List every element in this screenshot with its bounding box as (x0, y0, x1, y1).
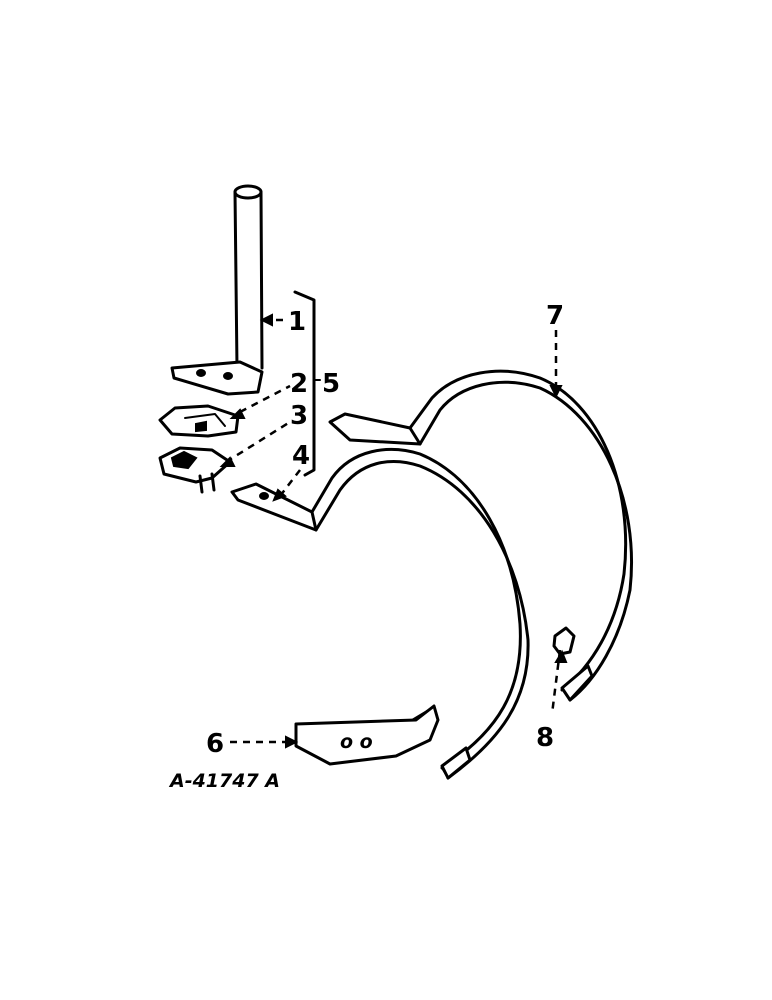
part-3-bracket (158, 446, 232, 494)
callout-8: 8 (536, 723, 554, 753)
callout-6: 6 (206, 729, 224, 759)
arrowheads (219, 313, 568, 749)
part-8-pin (552, 626, 576, 656)
part-1-shank (170, 184, 264, 396)
part-7-tine-front (310, 448, 530, 780)
reference-number: A-41747 A (168, 770, 280, 792)
part-6-point: o o (294, 704, 440, 766)
part-5-group-bracket (293, 290, 321, 477)
part-7-tine-rear (328, 369, 633, 702)
part-4-strap (230, 482, 318, 532)
callout-5: 5 (322, 369, 340, 399)
svg-text:o o: o o (340, 731, 373, 753)
callout-3: 3 (290, 401, 308, 431)
part-2-clip (158, 404, 240, 438)
callout-7: 7 (546, 301, 564, 331)
callout-4: 4 (292, 441, 310, 471)
callout-1: 1 (288, 307, 306, 337)
callout-2: 2 (290, 369, 308, 399)
